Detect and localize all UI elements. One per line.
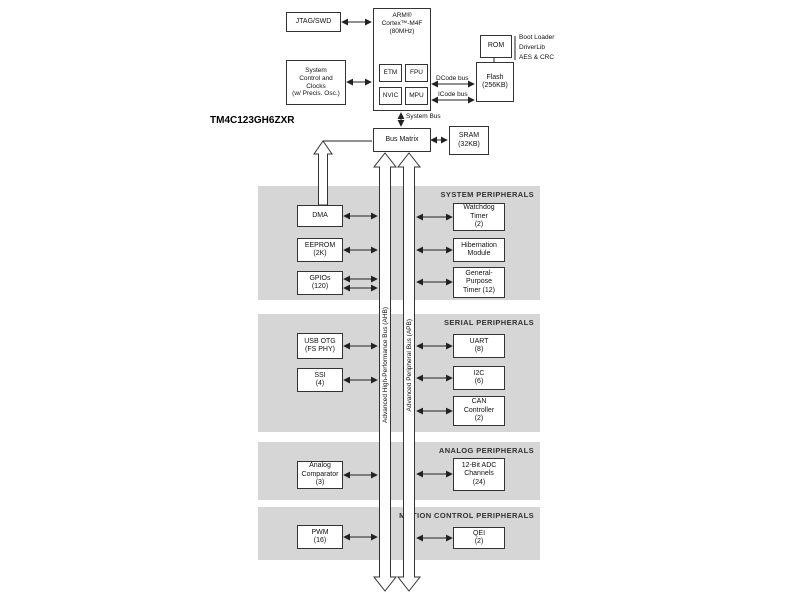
sram-box: SRAM (32KB)	[449, 126, 489, 155]
flash-box: Flash (256KB)	[476, 62, 514, 102]
eeprom-box: EEPROM (2K)	[297, 238, 343, 262]
apb-bus-shape	[396, 152, 422, 592]
watchdog-timer-box: Watchdog Timer (2)	[453, 203, 505, 231]
icode-bus-label: ICode bus	[438, 91, 468, 98]
panel-title-analog: ANALOG PERIPHERALS	[438, 446, 534, 455]
adc-channels-box: 12-Bit ADC Channels (24)	[453, 458, 505, 491]
rom-box: ROM	[480, 35, 512, 58]
nvic-box: NVIC	[379, 87, 402, 105]
uart-box: UART (8)	[453, 334, 505, 358]
etm-box: ETM	[379, 64, 402, 82]
usb-otg-box: USB OTG (FS PHY)	[297, 333, 343, 359]
cortex-label: ARM® Cortex™-M4F (80MHz)	[381, 12, 423, 35]
hibernation-module-box: Hibernation Module	[453, 238, 505, 262]
ssi-box: SSI (4)	[297, 368, 343, 392]
bus-matrix-box: Bus Matrix	[373, 128, 431, 152]
chip-title: TM4C123GH6ZXR	[210, 115, 295, 126]
analog-comparator-box: Analog Comparator (3)	[297, 461, 343, 489]
dcode-bus-label: DCode bus	[436, 75, 469, 82]
jtag-swd-box: JTAG/SWD	[286, 12, 341, 32]
fpu-box: FPU	[405, 64, 428, 82]
dma-box: DMA	[297, 205, 343, 227]
cortex-m4f-box: ARM® Cortex™-M4F (80MHz) ETM FPU NVIC MP…	[373, 8, 431, 111]
general-purpose-timer-box: General- Purpose Timer (12)	[453, 267, 505, 298]
ahb-bus-shape	[372, 152, 398, 592]
can-controller-box: CAN Controller (2)	[453, 396, 505, 426]
qei-box: QEI (2)	[453, 527, 505, 549]
mpu-box: MPU	[405, 87, 428, 105]
panel-title-serial: SERIAL PERIPHERALS	[444, 318, 534, 327]
pwm-box: PWM (16)	[297, 525, 343, 549]
rom-contents: Boot Loader DriverLib AES & CRC	[519, 34, 555, 62]
panel-title-system: SYSTEM PERIPHERALS	[440, 190, 534, 199]
i2c-box: I2C (6)	[453, 366, 505, 390]
panel-title-motion: MOTION CONTROL PERIPHERALS	[399, 511, 534, 520]
gpio-box: GPIOs (120)	[297, 271, 343, 295]
system-control-box: System Control and Clocks (w/ Precis. Os…	[286, 60, 346, 105]
dma-wide-arrow	[313, 140, 333, 206]
system-bus-label: System Bus	[406, 113, 441, 120]
